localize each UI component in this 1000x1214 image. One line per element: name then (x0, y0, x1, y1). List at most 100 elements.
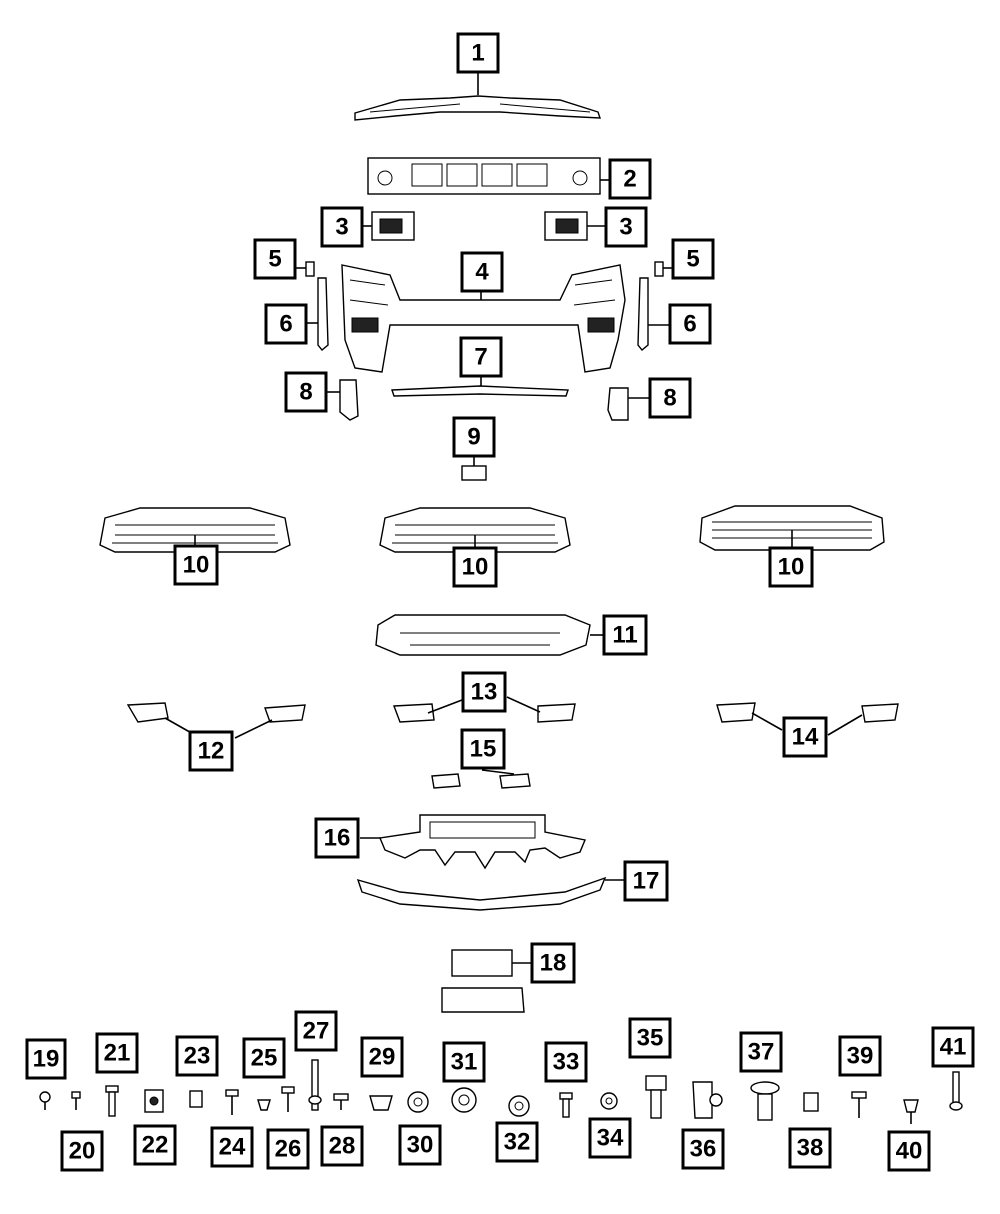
callout-37: 37 (739, 1031, 783, 1073)
callout-6-left: 6 (264, 303, 308, 345)
svg-text:10: 10 (183, 552, 210, 579)
callout-35: 35 (628, 1017, 672, 1059)
callout-2: 2 (608, 158, 652, 200)
svg-text:41: 41 (940, 1034, 967, 1061)
svg-text:30: 30 (407, 1132, 434, 1159)
part-10-grille-center (379, 507, 571, 553)
svg-text:7: 7 (474, 344, 487, 371)
part-10-grille-right (699, 505, 885, 551)
svg-text:24: 24 (219, 1134, 246, 1161)
fastener-33 (559, 1092, 573, 1118)
svg-text:21: 21 (104, 1040, 131, 1067)
fastener-39 (851, 1091, 867, 1118)
svg-text:26: 26 (275, 1136, 302, 1163)
fastener-35 (645, 1075, 667, 1119)
fastener-41 (949, 1071, 963, 1111)
callout-18: 18 (530, 942, 576, 984)
callout-16: 16 (314, 817, 360, 859)
fastener-25 (257, 1099, 271, 1111)
part-6-side-bracket-right (637, 277, 670, 351)
svg-text:10: 10 (462, 554, 489, 581)
svg-text:9: 9 (467, 424, 480, 451)
part-14-fog-housing-right (827, 703, 899, 736)
fastener-23 (189, 1090, 203, 1108)
svg-text:14: 14 (792, 724, 819, 751)
fastener-20 (71, 1091, 81, 1110)
fastener-30 (407, 1091, 429, 1113)
part-4-bumper-fascia (341, 264, 626, 373)
fastener-37 (750, 1081, 780, 1121)
svg-text:12: 12 (198, 738, 225, 765)
svg-text:16: 16 (324, 825, 351, 852)
fastener-27 (308, 1059, 322, 1111)
fastener-28 (333, 1093, 349, 1110)
callout-21: 21 (95, 1032, 139, 1074)
svg-text:6: 6 (683, 311, 696, 338)
callout-12: 12 (188, 730, 234, 772)
callout-25: 25 (242, 1037, 286, 1079)
part-15-bezels (431, 769, 531, 789)
svg-text:37: 37 (748, 1039, 775, 1066)
fastener-38 (803, 1092, 819, 1112)
svg-text:10: 10 (778, 554, 805, 581)
svg-text:3: 3 (619, 214, 632, 241)
callout-33: 33 (544, 1041, 588, 1083)
callout-15: 15 (460, 728, 506, 770)
part-13-fog-housing-left (393, 699, 463, 723)
part-13-fog-housing-right (506, 696, 576, 723)
svg-text:11: 11 (612, 622, 637, 649)
part-14-fog-housing-left (716, 702, 783, 731)
part-12-fog-housing-right (234, 704, 306, 739)
callout-8-right: 8 (648, 377, 692, 419)
fastener-19 (39, 1091, 51, 1110)
callout-29: 29 (360, 1036, 404, 1078)
callout-5-left: 5 (253, 238, 297, 280)
callout-8-left: 8 (284, 371, 328, 413)
svg-text:28: 28 (329, 1133, 356, 1160)
part-17-skid-plate (356, 876, 625, 911)
svg-text:17: 17 (633, 868, 660, 895)
part-7-molding-strip (391, 372, 569, 397)
part-3-bracket-right (544, 211, 606, 241)
callout-3-right: 3 (604, 206, 648, 248)
part-18-license-brackets (441, 949, 532, 1013)
svg-text:2: 2 (623, 166, 636, 193)
callout-30: 30 (398, 1124, 442, 1166)
callout-10-center: 10 (452, 546, 498, 588)
fastener-31 (451, 1087, 477, 1113)
callout-26: 26 (266, 1128, 310, 1170)
callout-28: 28 (320, 1125, 364, 1167)
callout-20: 20 (60, 1130, 104, 1172)
fastener-36 (692, 1081, 723, 1119)
part-3-bracket-left (362, 211, 415, 241)
fasteners-row (39, 1059, 963, 1124)
callout-7: 7 (459, 336, 503, 378)
fastener-29 (369, 1095, 393, 1111)
fastener-34 (600, 1092, 618, 1110)
callout-40: 40 (887, 1130, 931, 1172)
callout-27: 27 (294, 1010, 338, 1052)
callout-14: 14 (782, 716, 828, 758)
svg-text:13: 13 (471, 679, 498, 706)
svg-text:15: 15 (470, 736, 497, 763)
callout-41: 41 (931, 1026, 975, 1068)
callout-38: 38 (788, 1127, 832, 1169)
callout-36: 36 (681, 1128, 725, 1170)
callout-22: 22 (133, 1124, 177, 1166)
callout-4: 4 (460, 251, 504, 293)
svg-text:32: 32 (504, 1129, 531, 1156)
callout-3-left: 3 (320, 206, 364, 248)
part-9-small-cover (461, 456, 487, 481)
callout-17: 17 (623, 860, 669, 902)
svg-text:40: 40 (896, 1138, 923, 1165)
svg-text:20: 20 (69, 1138, 96, 1165)
callout-10-right: 10 (768, 546, 814, 588)
svg-text:5: 5 (686, 246, 699, 273)
svg-text:5: 5 (268, 246, 281, 273)
callout-1: 1 (456, 32, 500, 74)
callout-24: 24 (210, 1126, 254, 1168)
callout-19: 19 (25, 1038, 67, 1080)
callout-9: 9 (452, 416, 496, 458)
callout-34: 34 (588, 1117, 632, 1159)
